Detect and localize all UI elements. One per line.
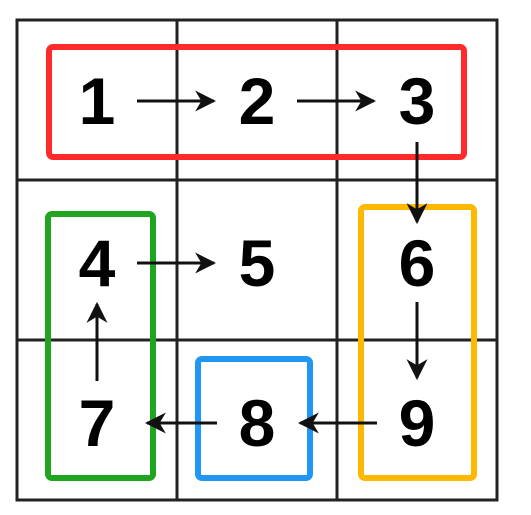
group-box-left-column xyxy=(45,211,156,481)
cell-number-3: 3 xyxy=(399,64,436,138)
cell-number-7: 7 xyxy=(79,386,116,460)
cell-number-9: 9 xyxy=(399,386,436,460)
cell-number-1: 1 xyxy=(79,64,116,138)
cell-number-5: 5 xyxy=(239,226,276,300)
cell-number-2: 2 xyxy=(239,64,276,138)
group-box-top-row xyxy=(46,44,467,160)
cell-numbers: 1 2 3 4 5 6 7 8 9 xyxy=(79,64,436,460)
arrows xyxy=(86,90,428,434)
cell-number-8: 8 xyxy=(239,386,276,460)
grid-outline xyxy=(15,18,499,502)
cell-number-6: 6 xyxy=(399,226,436,300)
cell-number-4: 4 xyxy=(79,226,116,300)
